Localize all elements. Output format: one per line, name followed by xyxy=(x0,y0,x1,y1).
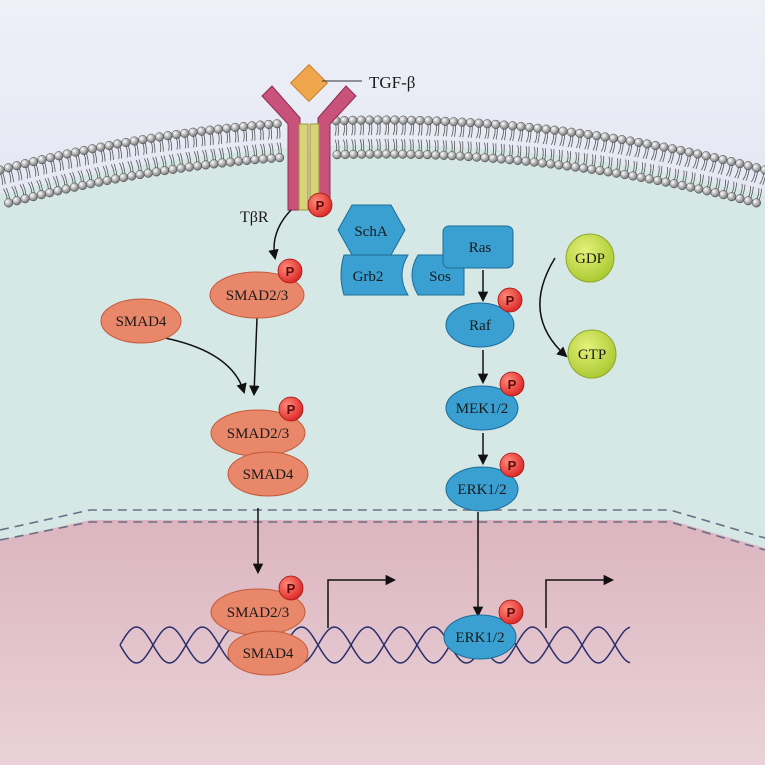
cell-membrane xyxy=(0,115,765,208)
smad4-nuclear xyxy=(227,630,309,676)
phospho-smad23-1: P xyxy=(277,258,303,284)
tgf-beta-receptor xyxy=(261,85,357,211)
phosphate-badges: P P P P P P P P xyxy=(277,192,525,625)
svg-text:P: P xyxy=(286,264,295,279)
gtp-label: GTP xyxy=(578,347,606,363)
phospho-receptor: P xyxy=(307,192,333,218)
raf-label: Raf xyxy=(469,318,491,334)
grb2-label: Grb2 xyxy=(353,269,384,285)
smad23-receptor xyxy=(209,271,305,319)
mek-protein xyxy=(445,385,519,431)
smad23-complex-label: SMAD2/3 xyxy=(227,426,290,442)
gtp-circle xyxy=(567,329,617,379)
ligand-label: TGF-β xyxy=(369,73,415,92)
phospho-erk-cytoplasm: P xyxy=(499,452,525,478)
smad23-receptor-label: SMAD2/3 xyxy=(226,288,289,304)
erk-cytoplasm-label: ERK1/2 xyxy=(457,482,506,498)
nucleotides: GDP GTP xyxy=(565,233,617,379)
grb2-protein xyxy=(340,254,409,296)
svg-text:P: P xyxy=(287,581,296,596)
transcription-arrows xyxy=(327,574,615,628)
svg-text:P: P xyxy=(287,402,296,417)
phospho-mek: P xyxy=(499,371,525,397)
sos-label: Sos xyxy=(429,269,451,285)
svg-text:P: P xyxy=(507,605,516,620)
smad4-complex xyxy=(227,451,309,497)
phospho-raf: P xyxy=(497,287,523,313)
smad4-nuclear-label: SMAD4 xyxy=(243,646,294,662)
ras-label: Ras xyxy=(469,240,492,256)
smad4-free-label: SMAD4 xyxy=(116,314,167,330)
tgf-beta-ligand xyxy=(289,63,329,103)
svg-text:P: P xyxy=(508,458,517,473)
svg-text:P: P xyxy=(316,198,325,213)
erk-nuclear xyxy=(443,614,517,660)
phospho-smad23-3: P xyxy=(278,575,304,601)
smad4-free xyxy=(100,298,182,344)
raf-protein xyxy=(445,302,515,348)
phospho-erk-nuclear: P xyxy=(498,599,524,625)
ras-protein xyxy=(442,225,514,269)
scha-label: SchA xyxy=(354,224,388,240)
svg-text:P: P xyxy=(506,293,515,308)
nuclear-envelope-outer xyxy=(0,509,765,539)
erk-cytoplasm xyxy=(445,466,519,512)
gdp-circle xyxy=(565,233,615,283)
gdp-label: GDP xyxy=(575,251,605,267)
mek-label: MEK1/2 xyxy=(456,401,509,417)
smad-pathway: SMAD2/3 SMAD4 SMAD2/3 SMAD4 SMAD2/3 SMAD… xyxy=(100,271,309,676)
smad23-nuclear-label: SMAD2/3 xyxy=(227,605,290,621)
nuclear-envelope-inner xyxy=(0,521,765,551)
mapk-pathway: SchA Grb2 Sos Ras Raf MEK1/2 ERK1/2 ERK1… xyxy=(337,204,519,660)
smad4-complex-label: SMAD4 xyxy=(243,467,294,483)
svg-text:P: P xyxy=(508,377,517,392)
dna-double-helix xyxy=(119,626,631,664)
receptor-label: TβR xyxy=(240,209,269,226)
pathway-arrows xyxy=(164,209,568,618)
erk-nuclear-label: ERK1/2 xyxy=(455,630,504,646)
phospho-smad23-2: P xyxy=(278,396,304,422)
